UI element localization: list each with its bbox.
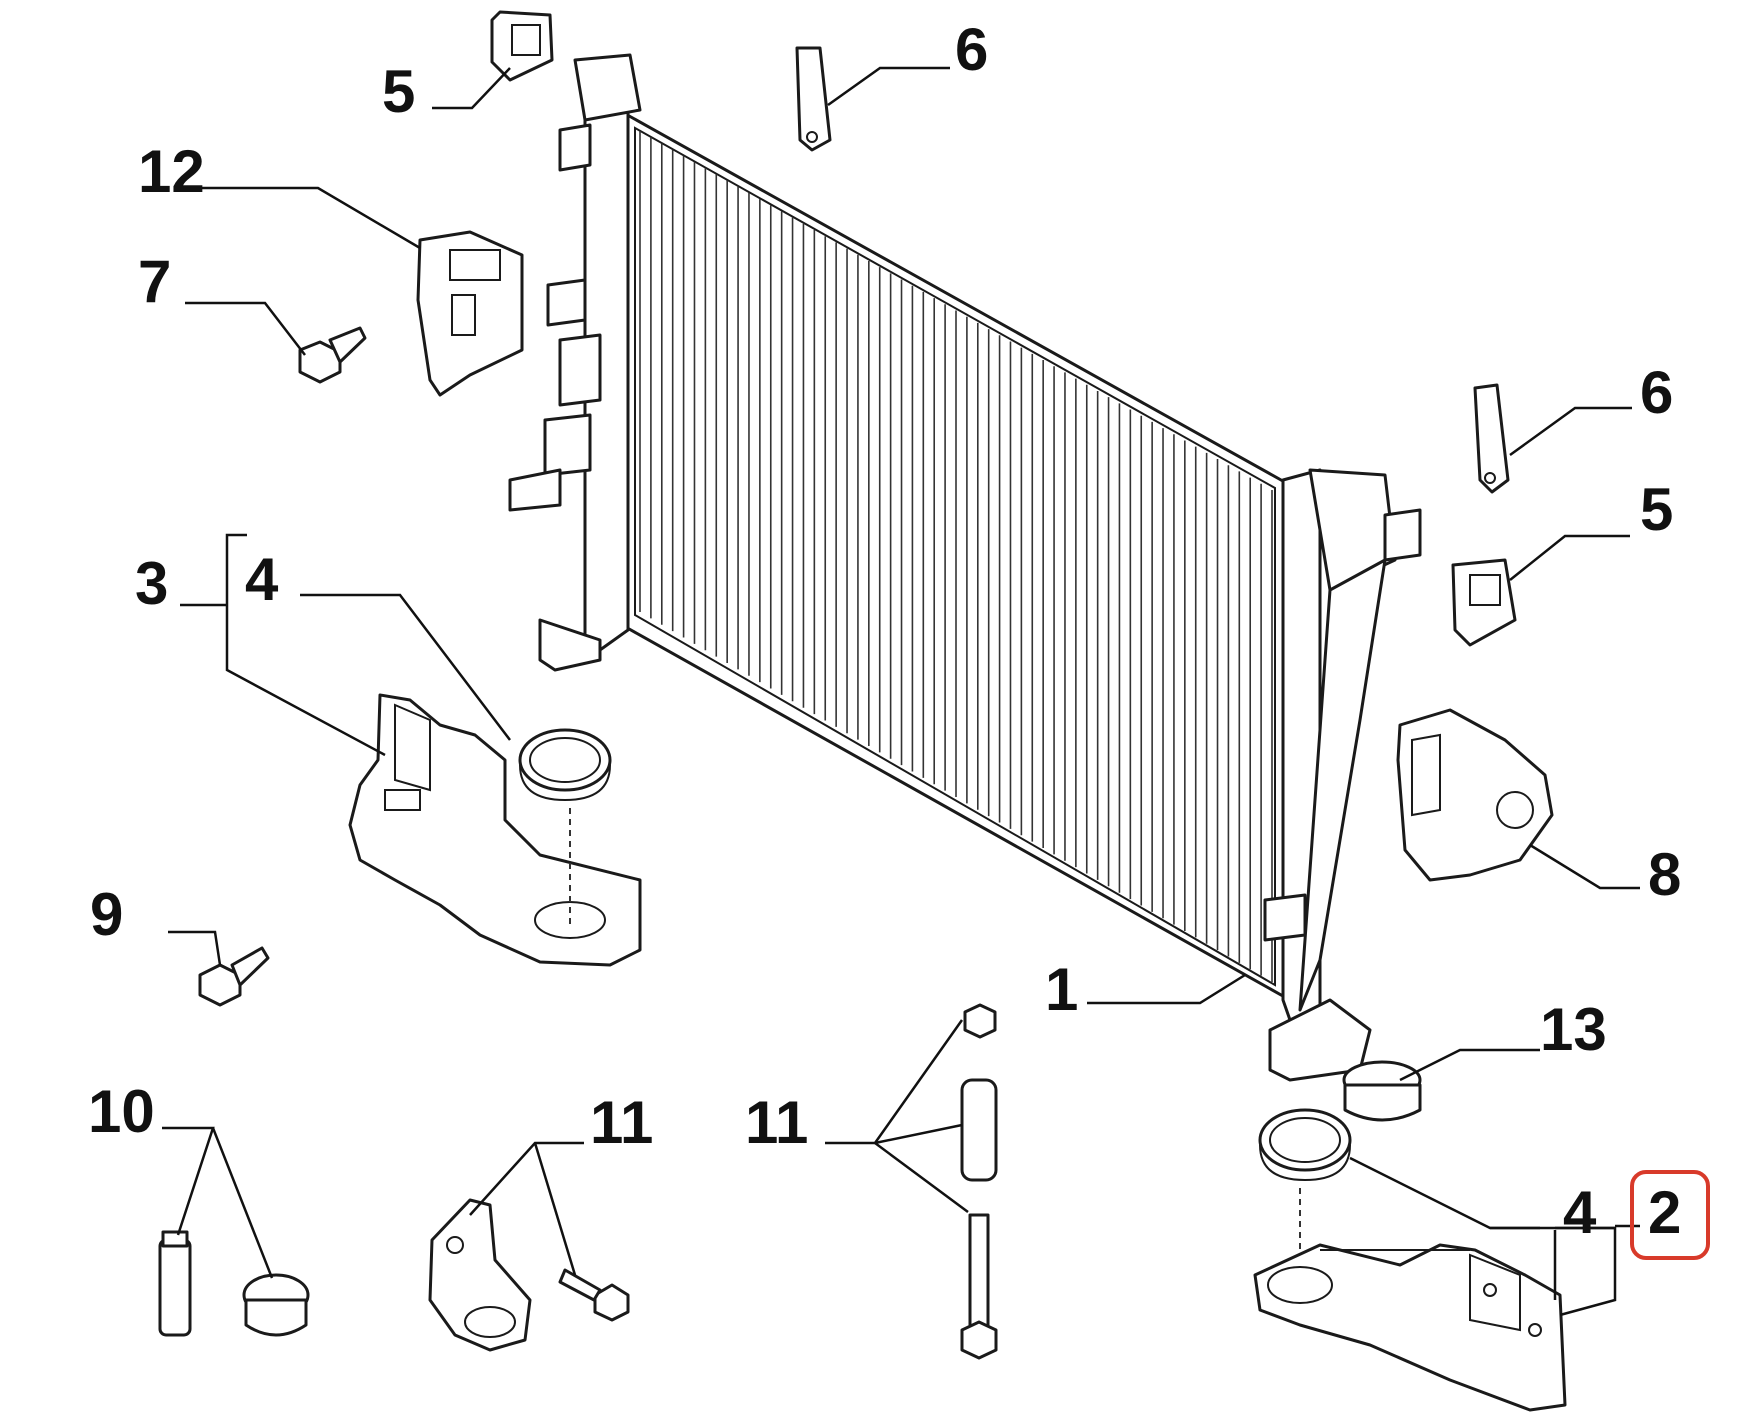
callout-6-top: 6 xyxy=(955,16,988,83)
bolt-12 xyxy=(960,1213,998,1360)
clip-top xyxy=(490,10,554,82)
grommet-4-left xyxy=(518,728,612,802)
spacer-12 xyxy=(960,1078,998,1182)
leader-lines xyxy=(162,66,1640,1317)
strap-right xyxy=(1473,383,1510,494)
callout-12: 11 xyxy=(745,1089,808,1156)
callout-5-top: 5 xyxy=(382,58,415,125)
pin-11 xyxy=(158,1230,192,1337)
nut-12 xyxy=(963,1003,997,1039)
lower-bracket-left xyxy=(348,693,642,967)
bracket-left xyxy=(416,230,524,397)
lower-bracket-right xyxy=(1253,1243,1567,1412)
callouts: 5 6 12 7 6 5 3 4 8 9 1 13 10 11 11 4 2 xyxy=(88,16,1710,1260)
bolt-11 xyxy=(558,1268,630,1322)
callout-1: 1 xyxy=(1045,956,1078,1023)
callout-2: 2 xyxy=(1648,1179,1681,1246)
callout-4-right: 4 xyxy=(1563,1179,1597,1246)
strap-top xyxy=(795,46,832,152)
bracket-right xyxy=(1396,708,1554,882)
grommet-4-right xyxy=(1258,1108,1352,1182)
radiator xyxy=(508,53,1422,1082)
callout-7: 7 xyxy=(138,248,171,315)
bracket-11 xyxy=(428,1198,532,1352)
callout-9: 12 xyxy=(138,138,205,205)
highlight-box xyxy=(1630,1170,1710,1260)
bolt-10 xyxy=(198,946,270,1007)
radiator-fins xyxy=(639,131,1273,982)
callout-6-right: 6 xyxy=(1640,359,1673,426)
callout-3: 3 xyxy=(135,550,168,617)
callout-13: 13 xyxy=(1540,996,1607,1063)
grommet-11 xyxy=(242,1273,310,1337)
callout-11-middle: 11 xyxy=(590,1089,653,1156)
callout-10: 9 xyxy=(90,881,123,948)
callout-11-left: 10 xyxy=(88,1078,155,1145)
callout-4-left: 4 xyxy=(245,546,279,613)
clip-right xyxy=(1451,558,1517,647)
callout-5-right: 5 xyxy=(1640,476,1673,543)
screw-7 xyxy=(298,326,367,384)
callout-8: 8 xyxy=(1648,841,1681,908)
grommet-13 xyxy=(1342,1060,1422,1122)
